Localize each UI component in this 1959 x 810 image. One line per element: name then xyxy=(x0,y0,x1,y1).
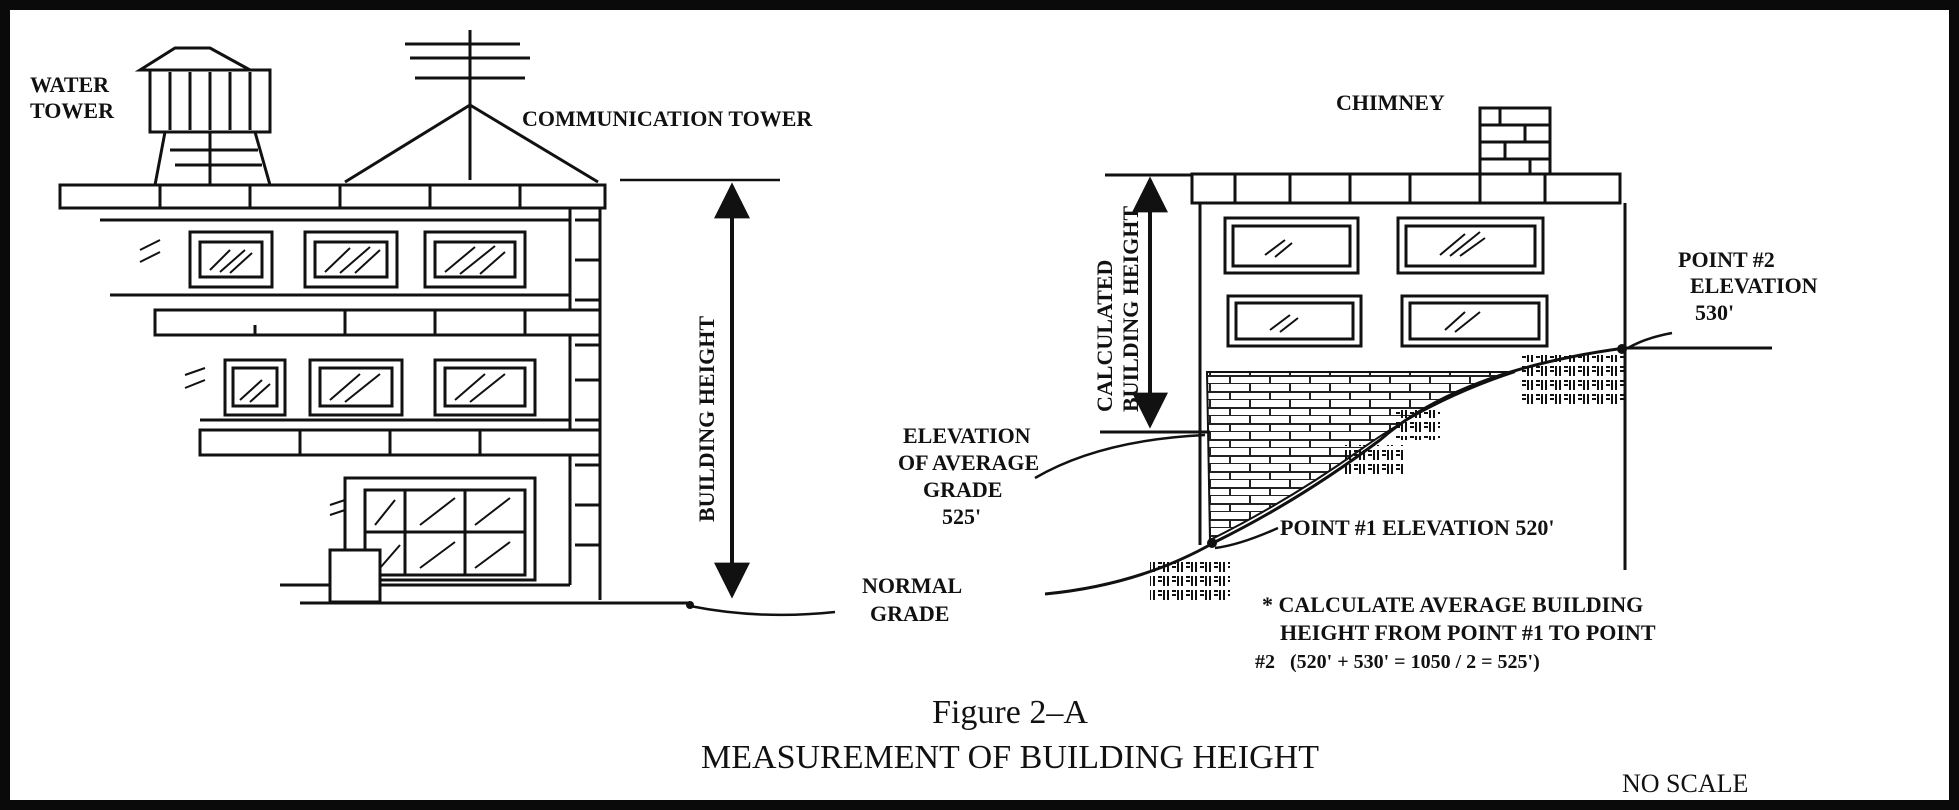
sloped-grade-line xyxy=(1044,346,1772,596)
scale-note: NO SCALE xyxy=(1622,769,1748,798)
water-tower-label-2: TOWER xyxy=(30,98,115,123)
point-2-marker xyxy=(1617,344,1627,354)
water-tower-label-1: WATER xyxy=(30,72,110,97)
avg-grade-label-3: GRADE xyxy=(923,477,1002,502)
left-building xyxy=(58,30,607,604)
figure-title: MEASUREMENT OF BUILDING HEIGHT xyxy=(701,739,1319,776)
figure-number: Figure 2–A xyxy=(932,694,1088,731)
point-1-leader xyxy=(1214,526,1279,550)
average-grade-leader xyxy=(1034,433,1206,480)
point-2-leader xyxy=(1627,331,1673,350)
normal-grade-label-1: NORMAL xyxy=(862,573,962,598)
avg-grade-label-1: ELEVATION xyxy=(903,423,1031,448)
point-2-label-3: 530' xyxy=(1695,300,1734,325)
window-hatching xyxy=(139,239,511,569)
water-tower-drawing xyxy=(134,46,272,186)
avg-grade-label-2: OF AVERAGE xyxy=(898,450,1039,475)
note-line-1: * CALCULATE AVERAGE BUILDING xyxy=(1262,592,1643,617)
normal-grade-label-2: GRADE xyxy=(870,601,949,626)
building-height-label: BUILDING HEIGHT xyxy=(694,316,719,522)
calculated-label-1: CALCULATED xyxy=(1092,260,1117,412)
right-building xyxy=(1190,106,1627,570)
chimney-label: CHIMNEY xyxy=(1336,90,1445,115)
point-1-label: POINT #1 ELEVATION 520' xyxy=(1280,515,1554,540)
avg-grade-label-4: 525' xyxy=(942,504,981,529)
earth-hatching xyxy=(1150,355,1625,602)
note-line-3: #2 (520' + 530' = 1050 / 2 = 525') xyxy=(1255,651,1540,673)
communication-tower-label: COMMUNICATION TOWER xyxy=(522,106,813,131)
point-2-label-2: ELEVATION xyxy=(1690,273,1818,298)
right-window-hatching xyxy=(1264,231,1486,333)
calculated-label-2: BUILDING HEIGHT xyxy=(1118,206,1143,412)
point-1-marker xyxy=(1207,538,1217,548)
normal-grade-leader xyxy=(689,604,836,617)
communication-tower-drawing xyxy=(344,30,599,184)
height-extension-lines xyxy=(612,178,780,605)
note-line-2: HEIGHT FROM POINT #1 TO POINT xyxy=(1280,620,1656,645)
calc-extension-lines xyxy=(1100,173,1210,434)
point-2-label-1: POINT #2 xyxy=(1678,247,1775,272)
